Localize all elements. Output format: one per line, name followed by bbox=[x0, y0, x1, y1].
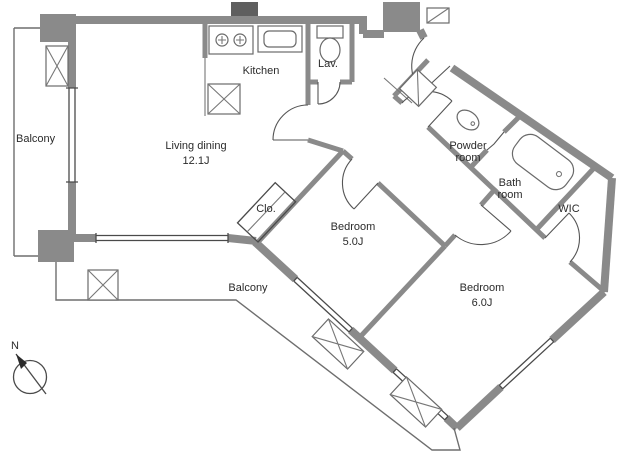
washbasin-drain bbox=[470, 121, 476, 126]
wall-southwest-diagonal bbox=[252, 239, 460, 431]
pipe-shaft-block bbox=[231, 2, 258, 17]
wall-southeast-diagonal bbox=[454, 289, 607, 431]
windows bbox=[66, 87, 555, 421]
wall-bath-wic bbox=[535, 165, 597, 231]
door-lav bbox=[317, 81, 341, 105]
wall-corridor-west bbox=[305, 20, 344, 154]
hatch-cross-icon bbox=[45, 45, 69, 87]
entry-pillar bbox=[383, 2, 420, 32]
doors bbox=[272, 37, 581, 263]
label-kitchen: Kitchen bbox=[243, 65, 280, 77]
washer-space bbox=[398, 68, 438, 108]
door-bedroom5 bbox=[341, 158, 379, 210]
label-bedroom6: Bedroom bbox=[460, 282, 505, 294]
compass-north-label: N bbox=[11, 340, 19, 352]
kitchen-sink-basin bbox=[263, 30, 297, 48]
label-bedroom5: Bedroom bbox=[331, 221, 376, 233]
window-bedroom5 bbox=[293, 276, 353, 333]
window-bedroom6-southeast bbox=[498, 337, 555, 390]
wall-powder-bath bbox=[469, 114, 522, 169]
bathtub-outline bbox=[511, 133, 575, 191]
toilet-tank bbox=[316, 25, 344, 39]
washbasin-bowl bbox=[456, 109, 480, 131]
closet-outline bbox=[236, 181, 297, 243]
window-living-west bbox=[66, 87, 78, 183]
balcony-left-outline bbox=[13, 27, 40, 257]
door-living bbox=[272, 104, 309, 141]
label-balcony-bottom: Balcony bbox=[228, 282, 268, 294]
compass-needle-head bbox=[16, 354, 27, 369]
refrigerator-cross-icon bbox=[207, 83, 241, 115]
label-balcony-left: Balcony bbox=[16, 133, 56, 145]
washer-diagonal bbox=[416, 69, 420, 107]
meter-box bbox=[426, 7, 450, 24]
door-bath-fold bbox=[486, 131, 505, 151]
wall-northeast-diagonal bbox=[449, 64, 615, 182]
label-bath-2: room bbox=[497, 189, 522, 201]
hatch-left-balcony bbox=[45, 45, 69, 87]
refrigerator-space bbox=[207, 83, 241, 115]
label-living-dining: Living dining bbox=[165, 140, 226, 152]
meter-box-diagonal bbox=[426, 7, 450, 24]
fixtures bbox=[45, 7, 575, 428]
room-labels: Balcony Living dining 12.1J Kitchen Lav.… bbox=[16, 58, 580, 309]
kitchen-counter bbox=[208, 25, 303, 55]
bathtub bbox=[511, 133, 575, 191]
wall-bedroom5-northeast bbox=[341, 149, 447, 248]
wall-bedroom5-bedroom6 bbox=[358, 244, 447, 339]
closet-divider bbox=[246, 191, 286, 233]
wall-entrance bbox=[359, 16, 428, 40]
label-bedroom5-size: 5.0J bbox=[343, 236, 364, 248]
label-powder-1: Powder bbox=[449, 140, 487, 152]
hatch-cross-icon bbox=[312, 318, 364, 370]
bathtub-drain bbox=[555, 170, 563, 178]
balcony-outlines bbox=[13, 27, 461, 451]
label-living-size: 12.1J bbox=[183, 155, 210, 167]
compass: N bbox=[11, 340, 48, 395]
label-bedroom6-size: 6.0J bbox=[472, 297, 493, 309]
shutter-box-bedroom5 bbox=[311, 318, 365, 370]
balcony-bottom-outline bbox=[55, 262, 461, 451]
label-wic: WIC bbox=[558, 203, 579, 215]
hatch-bottom-balcony bbox=[87, 269, 119, 301]
label-lav: Lav. bbox=[318, 58, 338, 70]
door-wic bbox=[544, 212, 581, 263]
burner-cross-icon bbox=[218, 36, 244, 44]
closet-unit bbox=[236, 181, 297, 243]
hatch-cross-icon bbox=[87, 269, 119, 301]
entry-step-line bbox=[383, 77, 413, 104]
toilet bbox=[316, 25, 344, 63]
window-living-south bbox=[95, 233, 229, 243]
wall-bottom-living bbox=[72, 234, 257, 245]
wall-east bbox=[600, 177, 616, 293]
washbasin bbox=[456, 109, 480, 131]
label-bath-1: Bath bbox=[499, 177, 522, 189]
wall-bedroom6-hall bbox=[443, 186, 498, 248]
shutter-box-bedroom6 bbox=[389, 376, 443, 428]
wall-hall-band bbox=[392, 94, 607, 294]
toilet-bowl bbox=[319, 37, 341, 63]
label-powder-2: room bbox=[455, 152, 480, 164]
label-closet: Clo. bbox=[256, 203, 276, 215]
door-bedroom6 bbox=[454, 204, 512, 246]
compass-circle bbox=[12, 359, 48, 395]
hatch-cross-icon bbox=[390, 376, 442, 428]
